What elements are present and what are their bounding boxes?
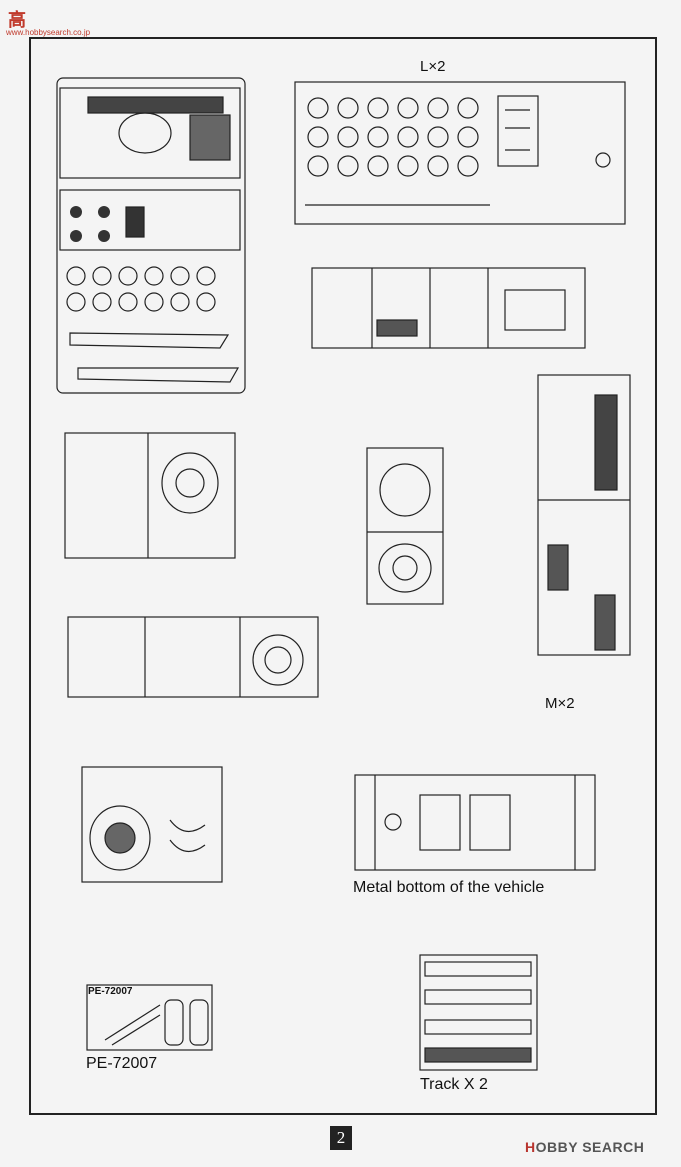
watermark-prefix: H bbox=[525, 1139, 536, 1155]
logo-glyph: 高 bbox=[8, 10, 26, 31]
label-sprue-m: M×2 bbox=[545, 695, 575, 712]
watermark-search: SEARCH bbox=[582, 1139, 645, 1155]
sprue-b bbox=[311, 267, 586, 349]
sprue-turret bbox=[366, 447, 444, 605]
page-frame bbox=[29, 37, 657, 1115]
page-number: 2 bbox=[330, 1126, 352, 1150]
label-pe-sheet: PE-72007 bbox=[88, 986, 133, 997]
sprue-c bbox=[64, 432, 236, 559]
metal-bottom-drawing bbox=[354, 774, 596, 871]
label-pe-code: PE-72007 bbox=[86, 1055, 158, 1072]
watermark-brand: OBBY bbox=[535, 1139, 578, 1155]
label-track: Track X 2 bbox=[420, 1076, 488, 1093]
site-logo: 高 www.hobbysearch.co.jp bbox=[4, 4, 90, 37]
label-sprue-l: L×2 bbox=[420, 58, 446, 75]
label-metal-bottom: Metal bottom of the vehicle bbox=[353, 879, 545, 896]
sprue-e bbox=[81, 766, 223, 883]
sprue-a bbox=[56, 77, 246, 394]
sprue-l bbox=[294, 81, 626, 225]
pe-sheet-drawing bbox=[86, 984, 213, 1051]
sprue-d bbox=[67, 616, 319, 698]
sprue-m bbox=[537, 374, 631, 656]
logo-url: www.hobbysearch.co.jp bbox=[6, 28, 91, 37]
watermark: HOBBY SEARCH bbox=[525, 1139, 644, 1155]
track-drawing bbox=[419, 954, 538, 1071]
